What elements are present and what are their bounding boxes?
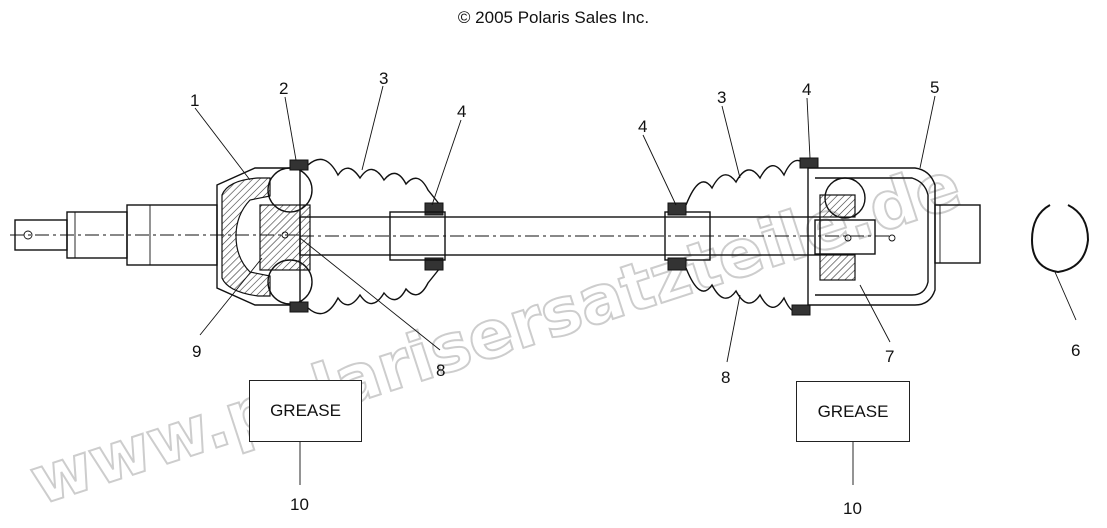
left-cv-housing xyxy=(216,167,313,306)
left-boot xyxy=(289,158,444,315)
left-stub-shaft xyxy=(10,204,300,266)
grease-box-left: GREASE xyxy=(249,380,362,442)
right-boot xyxy=(667,157,819,316)
callout-4-left: 4 xyxy=(457,102,466,121)
leader-lines xyxy=(194,85,1077,485)
callout-9: 9 xyxy=(192,342,201,361)
callout-4-center: 4 xyxy=(638,117,647,136)
callout-10-right: 10 xyxy=(843,499,862,518)
callout-8-left: 8 xyxy=(436,361,445,380)
callout-3-left: 3 xyxy=(379,69,388,88)
callout-3-right: 3 xyxy=(717,88,726,107)
callout-6: 6 xyxy=(1071,341,1080,360)
copyright-text: © 2005 Polaris Sales Inc. xyxy=(457,8,650,27)
callout-1: 1 xyxy=(190,91,199,110)
callout-4-right: 4 xyxy=(802,80,811,99)
callout-10-left: 10 xyxy=(290,495,309,514)
grease-box-right: GREASE xyxy=(796,381,910,442)
snap-ring xyxy=(1030,204,1090,274)
callout-2: 2 xyxy=(279,79,288,98)
callout-7: 7 xyxy=(885,347,894,366)
callout-8-right: 8 xyxy=(721,368,730,387)
center-shaft xyxy=(299,211,890,261)
right-cv-housing xyxy=(807,167,981,306)
callout-5: 5 xyxy=(930,78,939,97)
